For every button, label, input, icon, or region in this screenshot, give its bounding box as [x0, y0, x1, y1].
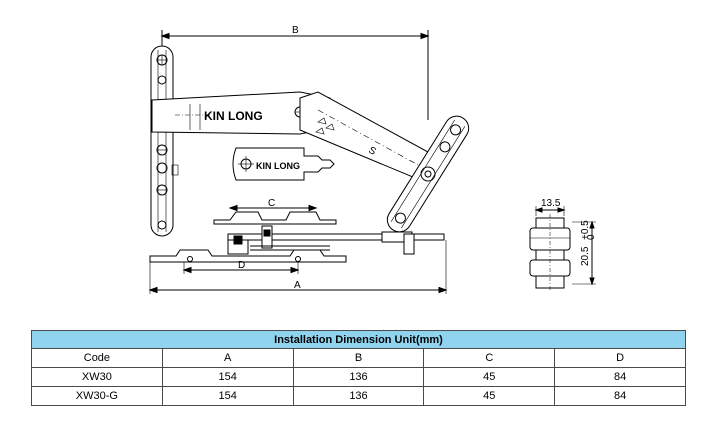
side-view	[148, 204, 448, 294]
label-height: 20.5	[580, 246, 591, 266]
label-c: C	[268, 198, 275, 209]
technical-drawing: B KIN LONG KIN LONG S C D A 13.5 20.5 +0…	[148, 25, 597, 294]
cell-code: XW30	[31, 367, 163, 387]
header-code: Code	[31, 348, 163, 368]
cell-c: 45	[423, 386, 556, 406]
cell-c: 45	[423, 367, 556, 387]
key-part	[232, 147, 335, 181]
table-title: Installation Dimension Unit(mm)	[31, 330, 686, 349]
brand-logo-key: KIN LONG	[256, 161, 300, 171]
label-width: 13.5	[541, 198, 561, 209]
cell-b: 136	[292, 386, 425, 406]
cell-a: 154	[161, 386, 294, 406]
cell-a: 154	[161, 367, 294, 387]
header-d: D	[554, 348, 686, 368]
cross-section	[529, 206, 596, 292]
label-tolerance-minus: 0	[586, 234, 597, 240]
table-row: XW30 154 136 45 84	[31, 367, 686, 387]
header-b: B	[292, 348, 425, 368]
header-a: A	[161, 348, 294, 368]
label-a: A	[294, 280, 301, 291]
cell-d: 84	[554, 386, 686, 406]
label-b: B	[292, 25, 299, 36]
installation-dimension-table: Installation Dimension Unit(mm) Code A B…	[31, 330, 686, 406]
vertical-plate	[150, 45, 179, 237]
brand-logo-arm: KIN LONG	[204, 109, 263, 123]
label-d: D	[238, 260, 245, 271]
table-header-row: Code A B C D	[31, 348, 686, 368]
label-s: S	[367, 145, 378, 158]
cell-b: 136	[292, 367, 425, 387]
cell-code: XW30-G	[31, 386, 163, 406]
right-plate	[386, 115, 470, 233]
table-row: XW30-G 154 136 45 84	[31, 386, 686, 406]
dimension-b	[160, 30, 430, 120]
cell-d: 84	[554, 367, 686, 387]
label-tolerance-plus: +0.5	[580, 220, 591, 240]
header-c: C	[423, 348, 556, 368]
